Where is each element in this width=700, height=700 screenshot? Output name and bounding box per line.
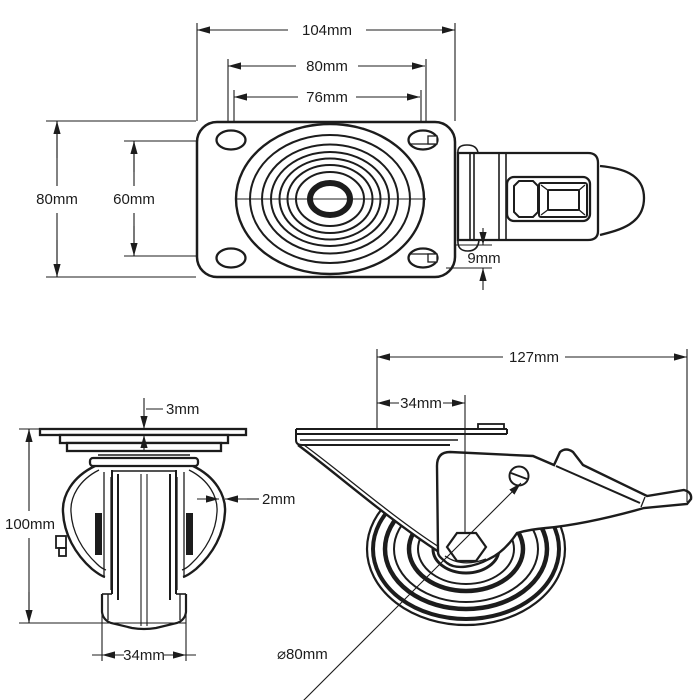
dim-bolt-span-outer-label: 80mm [306, 58, 348, 75]
dimension-overall-height: 100mm [5, 428, 186, 624]
hub-cap [88, 456, 200, 468]
brake-arm-underside [555, 465, 641, 504]
axle-hex-nut [445, 531, 488, 563]
dimension-tread-thickness: 2mm [197, 491, 295, 508]
dim-overall-length-label: 127mm [509, 349, 559, 366]
screw-head [508, 465, 530, 487]
fork-bump-top [457, 144, 479, 154]
swivel-skirt-inner [303, 444, 440, 548]
dim-plate-thickness-label: 3mm [166, 401, 199, 418]
dim-tread-thickness-label: 2mm [262, 491, 295, 508]
dim-hole-offset-label: 9mm [467, 250, 500, 267]
leader-arrow [303, 482, 522, 700]
tread-bottom [100, 594, 188, 631]
dim-swivel-offset-label: 34mm [400, 395, 442, 412]
swivel-skirt [297, 444, 440, 554]
dim-overall-height-label: 100mm [5, 516, 55, 533]
dim-plate-length-label: 104mm [302, 22, 352, 39]
brake-pedal-top-view [599, 164, 646, 237]
wheel-front-view [100, 470, 188, 631]
dimension-overall-length: 127mm [376, 349, 688, 502]
axle-boss-arc [444, 555, 487, 564]
dimension-swivel-offset: 34mm [377, 395, 465, 412]
dimension-wheel-diameter: ⌀80mm [277, 482, 522, 700]
dim-bolt-vertical-label: 60mm [113, 191, 155, 208]
fork-bracket-side [435, 448, 693, 569]
dimension-plate-width: 80mm [36, 121, 78, 277]
side-view: 127mm 34mm ⌀80mm [277, 349, 693, 700]
brake-shoe-left [95, 513, 102, 555]
front-view: 3mm 100mm 2mm 34mm [5, 398, 295, 664]
top-plan-view: 104mm 80mm 76mm 80mm [36, 22, 646, 290]
swivel-bearing-rings [234, 122, 426, 276]
dimension-bolt-span-inner: 76mm [234, 89, 420, 106]
dimension-plate-length: 104mm [197, 22, 455, 39]
dim-wheel-width-label: 34mm [123, 647, 165, 664]
wheel-top-view [456, 144, 646, 252]
brake-shoe-right [186, 513, 193, 555]
dimension-hole-offset: 9mm [446, 228, 501, 290]
dimension-bolt-vertical: 60mm [113, 141, 155, 256]
fork-front-view [55, 464, 227, 590]
bolt-hole-top-left [215, 129, 247, 151]
dimension-plate-thickness: 3mm [140, 398, 199, 452]
brake-pin [55, 535, 67, 549]
dim-bolt-span-inner-label: 76mm [306, 89, 348, 106]
bolt-holes [215, 129, 439, 269]
mounting-plate-side [295, 423, 508, 446]
pedal-kink [640, 496, 646, 508]
dim-plate-width-label: 80mm [36, 191, 78, 208]
dimension-wheel-width: 34mm [92, 602, 196, 664]
dimension-bolt-span-outer: 80mm [228, 58, 425, 75]
dim-wheel-diameter-label: ⌀80mm [277, 646, 328, 663]
axle-bolt-body [538, 182, 588, 218]
bolt-hole-bottom-left [215, 247, 247, 269]
